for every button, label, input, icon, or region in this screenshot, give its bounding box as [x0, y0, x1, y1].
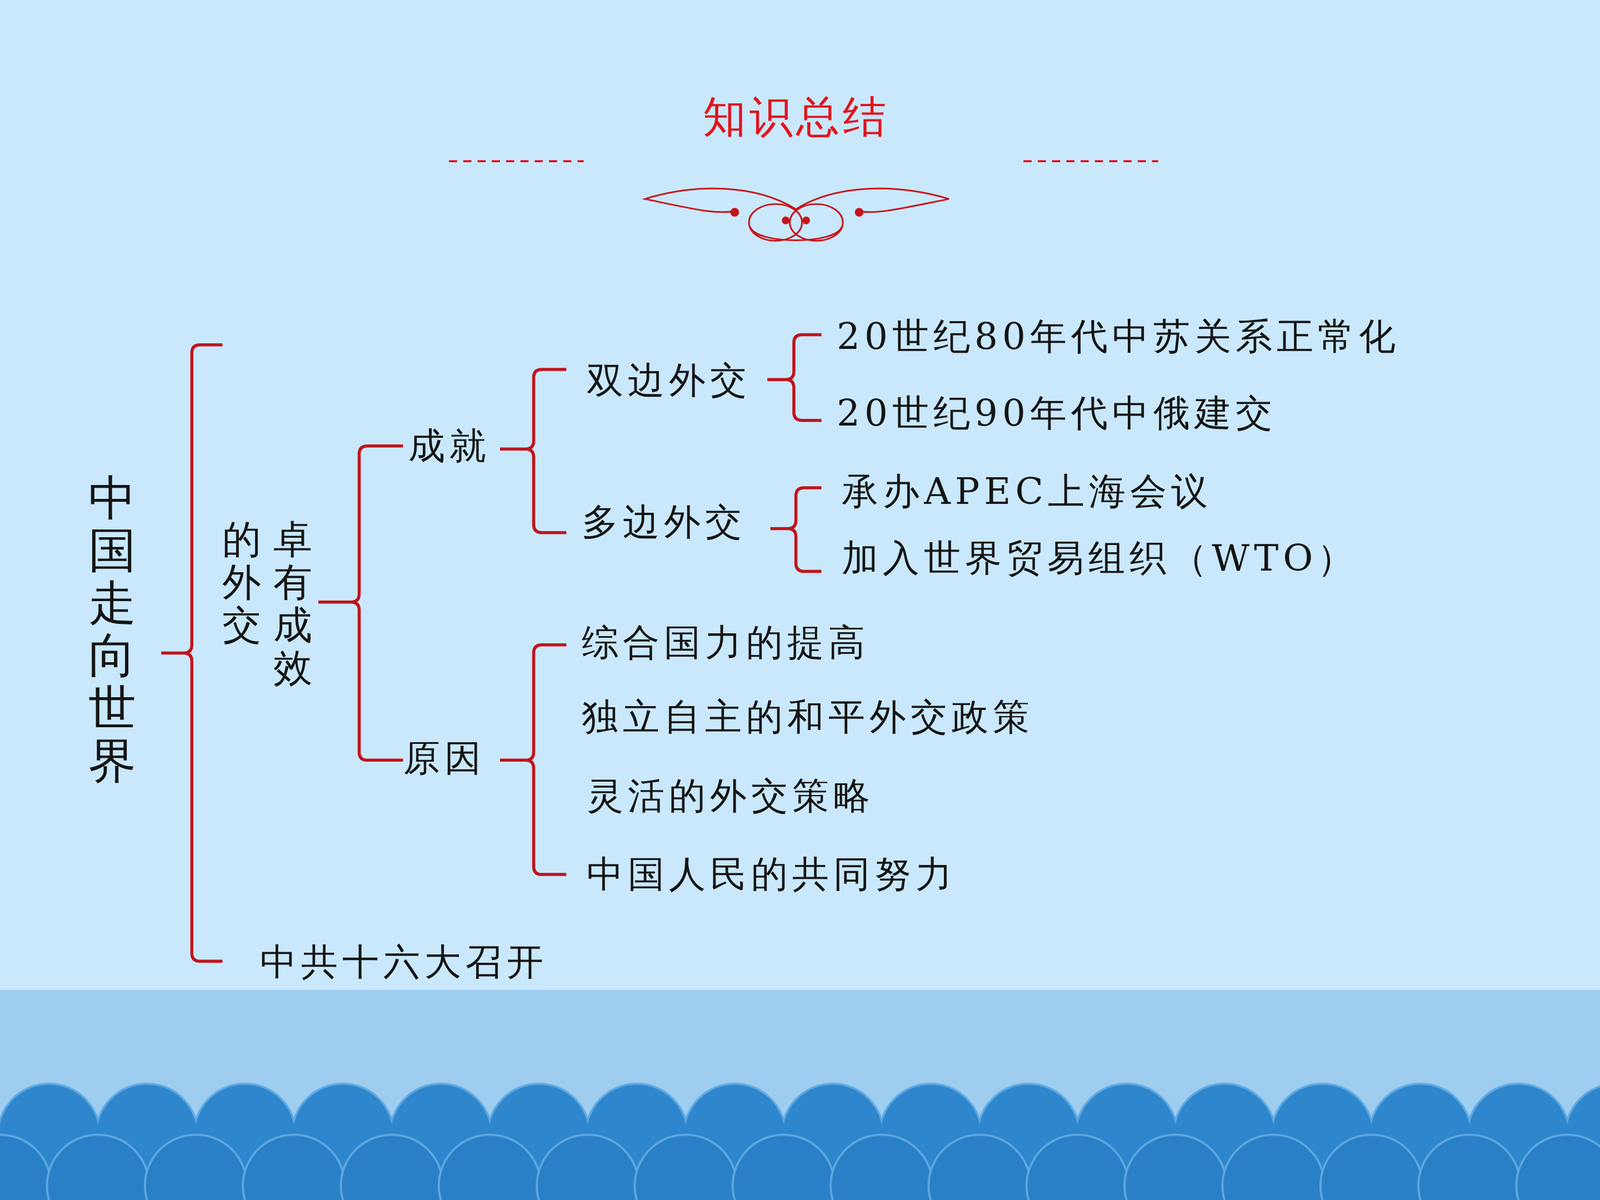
bottom-band	[0, 990, 1600, 1200]
root-topic: 中共十六大召开	[260, 937, 548, 988]
dash-lines	[448, 160, 1159, 163]
category-label: 多边外交	[581, 497, 747, 548]
leaf-item: 中国人民的共同努力	[586, 849, 957, 900]
branch-topic: 卓有成效	[273, 518, 313, 690]
category-label: 成就	[408, 421, 491, 472]
slide-title: 知识总结	[702, 88, 890, 147]
category-label: 原因	[403, 733, 486, 784]
root-topic: 中国走向世界	[88, 471, 137, 788]
scallop-row	[0, 1020, 1600, 1200]
category-label: 双边外交	[586, 355, 752, 406]
leaf-item: 综合国力的提高	[581, 617, 870, 668]
leaf-item: 加入世界贸易组织（WTO）	[841, 533, 1359, 584]
ornament	[645, 188, 949, 241]
leaf-item: 灵活的外交策略	[586, 771, 875, 822]
leaf-item: 20世纪90年代中俄建交	[836, 388, 1277, 439]
leaf-item: 独立自主的和平外交政策	[581, 692, 1034, 743]
leaf-item: 承办APEC上海会议	[841, 466, 1213, 517]
branch-topic: 的外交	[222, 518, 262, 647]
scallop-row	[0, 1102, 1600, 1200]
leaf-item: 20世纪80年代中苏关系正常化	[836, 311, 1400, 362]
